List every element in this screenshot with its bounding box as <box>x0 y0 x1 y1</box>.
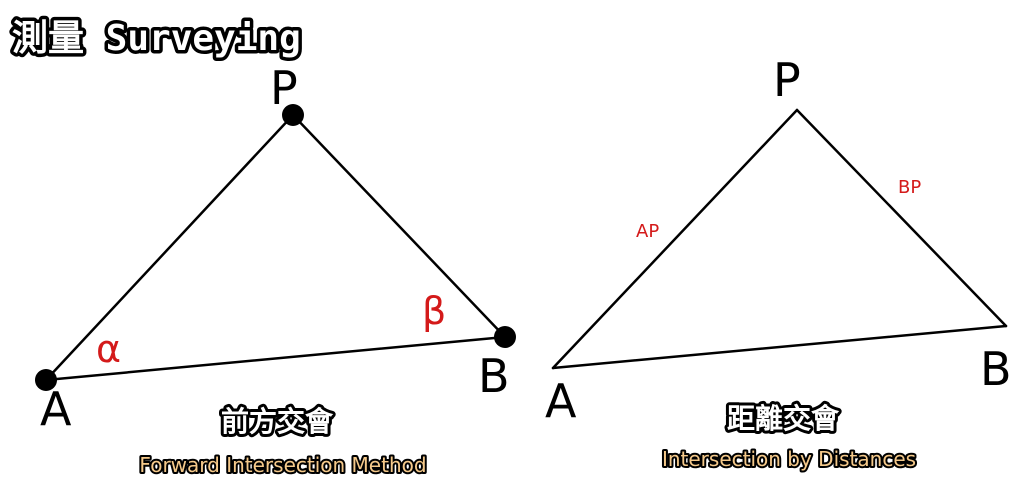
forward-vertex-b-label: B <box>478 349 510 403</box>
forward-point-b <box>494 326 516 348</box>
forward-method-title: 前方交會 <box>221 405 334 438</box>
angle-alpha-label: α <box>96 327 121 371</box>
forward-vertex-p-label: P <box>270 61 298 115</box>
distance-label-ap: AP <box>636 221 659 242</box>
distance-edge-pb <box>795 108 1008 328</box>
distance-vertex-p-label: P <box>773 53 801 107</box>
forward-vertex-a-label: A <box>40 382 72 436</box>
distance-edge-ap <box>551 108 799 370</box>
forward-method-subtitle: Forward Intersection Method <box>139 453 426 477</box>
distance-edge-ab <box>551 324 1008 370</box>
forward-edge-ab <box>44 335 507 382</box>
distance-vertex-a-label: A <box>545 374 577 428</box>
forward-edge-ap <box>44 113 295 382</box>
distance-label-bp: BP <box>898 177 921 198</box>
page-title: 測量 Surveying <box>12 18 301 59</box>
forward-edge-pb <box>291 113 507 339</box>
forward-intersection-diagram: P A B α β 前方交會 Forward Intersection Meth… <box>35 61 516 479</box>
distance-method-subtitle: Intersection by Distances <box>662 447 916 471</box>
distance-method-title: 距離交會 <box>727 402 840 435</box>
distance-intersection-diagram: P A B AP BP 距離交會 Intersection by Distanc… <box>545 53 1012 473</box>
distance-vertex-b-label: B <box>980 342 1012 396</box>
forward-point-p <box>282 104 304 126</box>
forward-point-a <box>35 369 57 391</box>
angle-beta-label: β <box>422 289 446 333</box>
